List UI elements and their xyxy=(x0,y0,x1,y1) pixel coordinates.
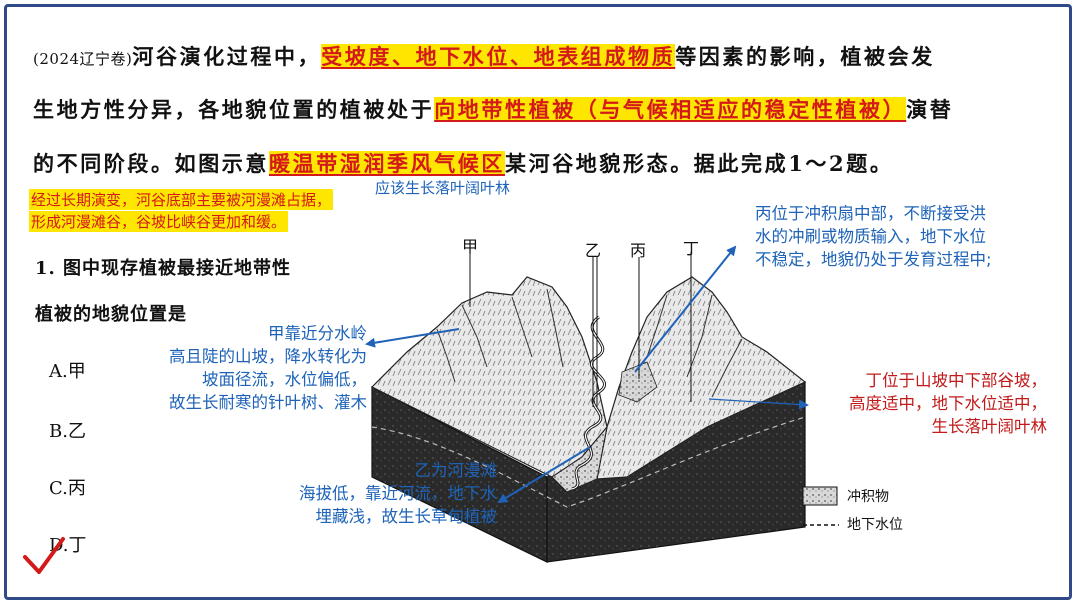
note-line: 坡面径流，水位偏低， xyxy=(202,370,367,389)
position-markers xyxy=(469,252,692,407)
note-line: 生长落叶阔叶林 xyxy=(931,417,1048,436)
note-line: 丙位于冲积扇中部，不断接受洪 xyxy=(755,204,986,223)
water-table-line xyxy=(371,416,806,508)
check-mark-icon xyxy=(23,537,65,574)
floodplain xyxy=(551,426,608,493)
question-line-2: 植被的地貌位置是 xyxy=(35,304,187,325)
passage-line-1: (2024辽宁卷)河谷演化过程中，受坡度、地下水位、地表组成物质等因素的影响，植… xyxy=(33,41,935,71)
right-mountain xyxy=(596,276,807,480)
note-line: 高且陡的山坡，降水转化为 xyxy=(169,347,367,366)
note-line: 不稳定，地貌仍处于发育过程中; xyxy=(755,250,992,269)
note-yi: 乙为河漫滩 海拔低，靠近河流，地下水 埋藏浅，故生长草甸植被 xyxy=(247,459,497,528)
highlight-climate-zone: 暖温带湿润季风气候区 xyxy=(269,151,505,176)
ridge-shading xyxy=(436,288,743,398)
slide-frame: (2024辽宁卷)河谷演化过程中，受坡度、地下水位、地表组成物质等因素的影响，植… xyxy=(4,4,1072,600)
passage-text: 等因素的影响，植被会发 xyxy=(675,44,935,69)
passage-text: 生地方性分异，各地貌位置的植被处于 xyxy=(33,97,435,122)
highlight-factors: 受坡度、地下水位、地表组成物质 xyxy=(321,44,676,69)
note-line: 埋藏浅，故生长草甸植被 xyxy=(315,507,498,526)
label-ding: 丁 xyxy=(683,239,700,258)
passage-text: 河谷演化过程中， xyxy=(132,44,322,69)
label-jia: 甲 xyxy=(462,237,479,256)
valley-figure xyxy=(23,245,839,574)
label-yi: 乙 xyxy=(585,241,602,260)
passage-text: 某河谷地貌形态。据此完成1～2题。 xyxy=(505,151,894,176)
note-line: 丁位于山坡中下部谷坡， xyxy=(865,371,1048,390)
option-d[interactable]: D.丁 xyxy=(49,535,87,556)
passage-text: 的不同阶段。如图示意 xyxy=(33,151,269,176)
note-line: 海拔低，靠近河流，地下水 xyxy=(299,484,497,503)
option-b[interactable]: B.乙 xyxy=(49,421,86,442)
question-line-1: 1. 图中现存植被最接近地带性 xyxy=(35,258,292,279)
note-jia: 甲靠近分水岭 高且陡的山坡，降水转化为 坡面径流，水位偏低， 故生长耐寒的针叶树… xyxy=(117,322,367,414)
passage-line-2: 生地方性分异，各地貌位置的植被处于向地带性植被（与气候相适应的稳定性植被）演替 xyxy=(33,94,953,124)
source-tag: (2024辽宁卷) xyxy=(33,50,133,68)
legend-alluvium-label: 冲积物 xyxy=(847,489,889,505)
passage-text: 演替 xyxy=(906,97,954,122)
note-line: 甲靠近分水岭 xyxy=(268,324,367,343)
note-line: 乙为河漫滩 xyxy=(414,461,498,480)
label-bing: 丙 xyxy=(630,241,647,260)
note-ding: 丁位于山坡中下部谷坡， 高度适中，地下水位适中， 生长落叶阔叶林 xyxy=(797,369,1047,438)
note-valley-evolution-2: 形成河漫滩谷，谷坡比峡谷更加和缓。 xyxy=(29,211,289,232)
highlight-zonal-vegetation: 向地带性植被（与气候相适应的稳定性植被） xyxy=(434,97,907,122)
option-a[interactable]: A.甲 xyxy=(49,361,86,382)
note-top-hint: 应该生长落叶阔叶林 xyxy=(375,179,511,197)
note-line: 高度适中，地下水位适中， xyxy=(849,394,1047,413)
annotation-arrows xyxy=(365,245,809,504)
note-line: 故生长耐寒的针叶树、灌木 xyxy=(169,393,367,412)
legend-alluvium-swatch xyxy=(802,486,838,506)
legend-water-table-label: 地下水位 xyxy=(847,517,903,533)
option-c[interactable]: C.丙 xyxy=(49,478,86,499)
note-line: 水的冲刷或物质输入，地下水位 xyxy=(755,227,986,246)
note-valley-evolution-1: 经过长期演变，河谷底部主要被河漫滩占据， xyxy=(29,189,334,210)
note-bing: 丙位于冲积扇中部，不断接受洪 水的冲刷或物质输入，地下水位 不稳定，地貌仍处于发… xyxy=(755,202,992,271)
passage-line-3: 的不同阶段。如图示意暖温带湿润季风气候区某河谷地貌形态。据此完成1～2题。 xyxy=(33,148,893,178)
